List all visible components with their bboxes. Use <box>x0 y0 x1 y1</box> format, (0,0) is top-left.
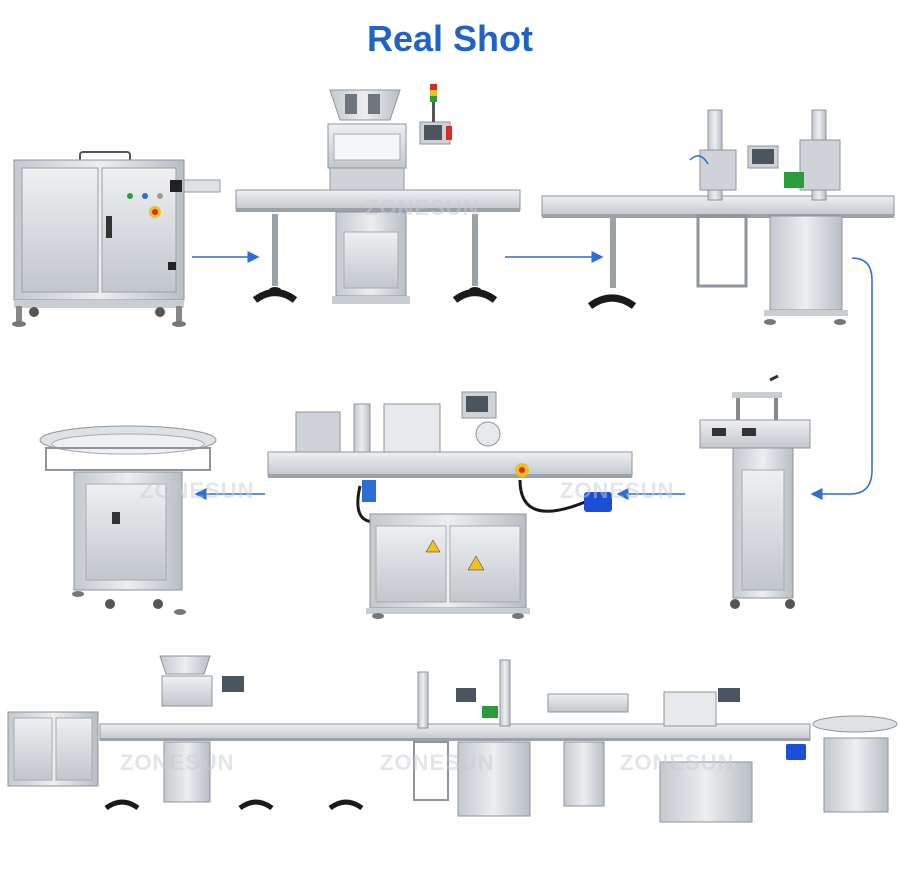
full-production-line <box>7 655 898 823</box>
page-title: Real Shot <box>366 18 534 59</box>
collecting-turntable <box>39 425 217 615</box>
watermark: ZONESUN <box>620 750 735 775</box>
flow-arrow <box>810 257 873 500</box>
watermark: ZONESUN <box>120 750 235 775</box>
watermark: ZONESUN <box>365 195 480 220</box>
capsule-counter-machine <box>235 84 521 304</box>
unscrambler-machine <box>12 151 221 327</box>
watermark: ZONESUN <box>560 478 675 503</box>
induction-sealer-machine <box>699 374 811 609</box>
labeling-machine <box>267 391 633 619</box>
watermark: ZONESUN <box>140 478 255 503</box>
capping-machine <box>541 109 895 325</box>
watermark: ZONESUN <box>380 750 495 775</box>
